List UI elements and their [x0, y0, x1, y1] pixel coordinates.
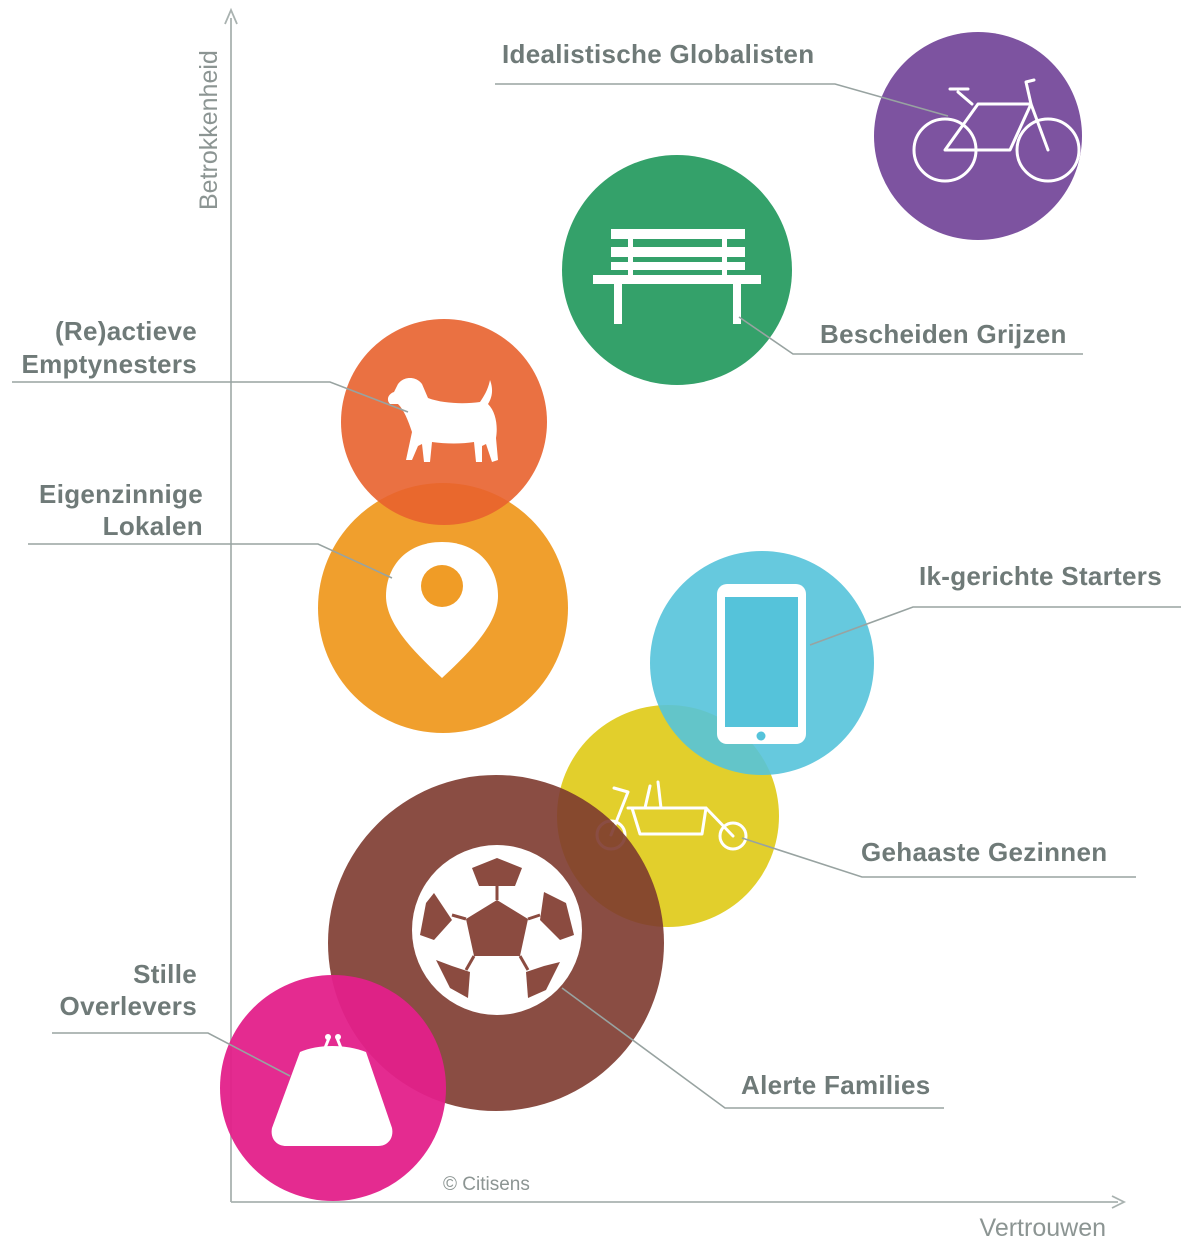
label-ik-gerichte-starters: Ik-gerichte Starters [919, 561, 1162, 591]
label-stille-overlevers-line2: Overlevers [60, 991, 197, 1021]
label-eigenzinnige-lokalen-line1: Eigenzinnige [39, 479, 203, 509]
bubble-stille-overlevers [220, 975, 446, 1201]
bench-icon [593, 229, 761, 324]
label-alerte-families: Alerte Families [741, 1070, 930, 1100]
bubble-eigenzinnige-lokalen [318, 483, 568, 733]
purse-icon [271, 1034, 393, 1146]
dog-icon [387, 378, 498, 462]
bubble-ik-gerichte-starters [650, 551, 874, 775]
label-bescheiden-grijzen: Bescheiden Grijzen [820, 319, 1067, 349]
leader-idealistische-globalisten [495, 83, 949, 117]
leader-stille-overlevers [52, 1032, 291, 1077]
x-axis-arrow [1111, 1195, 1127, 1209]
leader-gehaaste-gezinnen [741, 837, 1136, 878]
label-idealistische-globalisten: Idealistische Globalisten [502, 39, 814, 69]
leader-lines [12, 83, 1181, 1109]
axes: Betrokkenheid Vertrouwen [195, 7, 1127, 1242]
smartphone-icon [717, 584, 806, 744]
label-stille-overlevers-line1: Stille [133, 959, 197, 989]
location-pin-icon [386, 542, 498, 678]
soccer-ball-icon [412, 845, 582, 1015]
x-axis-label: Vertrouwen [980, 1214, 1106, 1242]
leader-alerte-families [561, 987, 944, 1109]
bubble-bescheiden-grijzen [562, 155, 792, 385]
bubble [874, 32, 1082, 240]
label-reactieve-emptynesters-line2: Emptynesters [21, 349, 197, 379]
bubble-reactieve-emptynesters [341, 319, 547, 525]
leader-bescheiden-grijzen [738, 316, 1083, 355]
leader-eigenzinnige-lokalen [28, 543, 393, 579]
label-reactieve-emptynesters-line1: (Re)actieve [55, 316, 197, 346]
credit-text: © Citisens [443, 1174, 530, 1195]
cargo-bike-icon [595, 780, 748, 851]
leader-reactieve-emptynesters [12, 381, 409, 413]
label-gehaaste-gezinnen: Gehaaste Gezinnen [861, 837, 1107, 867]
bicycle-icon [912, 78, 1081, 183]
labels: Idealistische Globalisten Bescheiden Gri… [21, 39, 1162, 1100]
y-axis-label: Betrokkenheid [195, 50, 223, 210]
y-axis-arrow [224, 7, 238, 25]
label-eigenzinnige-lokalen-line2: Lokalen [103, 511, 203, 541]
leader-ik-gerichte-starters [809, 606, 1181, 646]
bubble-idealistische-globalisten [874, 32, 1082, 240]
